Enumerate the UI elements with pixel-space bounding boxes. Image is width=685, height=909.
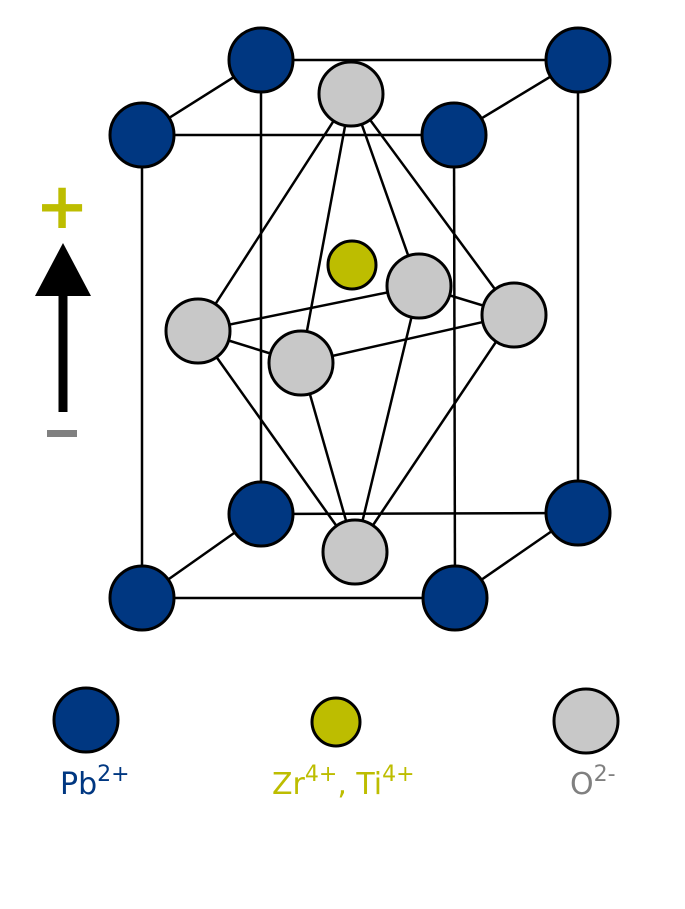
legend-o-symbol-text: O [570,767,594,802]
legend-o-symbol [552,687,620,755]
legend-symbols [52,686,620,755]
legend-o-label: O2- [570,764,616,802]
pb-atom-back-bottom-right [544,479,612,547]
o-atom-top [317,60,385,128]
legend-zrti-symbol [310,696,362,748]
legend-pb-symbol [52,686,120,754]
legend-zr-charge: 4+ [304,762,338,787]
legend-pb-label: Pb2+ [60,764,130,802]
o-atom-right [480,281,548,349]
minus-sign [47,430,77,437]
arrow-head [35,243,91,296]
pb-atom-front-top-right [420,101,488,169]
polarization-indicator: + [35,170,91,437]
atoms [108,26,612,632]
legend-ti-symbol-text: Ti [356,767,383,802]
legend-zr-symbol-text: Zr [272,767,305,802]
o-atom-back-right [385,252,453,320]
legend-zrti-label: Zr4+, Ti4+ [272,764,415,802]
pb-atom-front-top-left [108,101,176,169]
legend-pb-symbol-text: Pb [60,767,98,802]
legend-ti-charge: 4+ [382,762,415,787]
pb-atom-back-top-left [227,26,295,94]
o-atom-left [164,297,232,365]
octahedron-edges [196,93,516,553]
pb-atom-front-bottom-right [421,564,489,632]
pb-atom-front-bottom-left [108,564,176,632]
plus-sign: + [35,170,89,244]
o-atom-front [267,329,335,397]
o-atom-bottom [321,518,389,586]
legend-pb-charge: 2+ [97,762,130,787]
pb-atom-back-top-right [544,26,612,94]
legend-zrti-separator: , [337,767,357,802]
pb-atom-back-bottom-left [227,480,295,548]
legend-o-charge: 2- [593,762,616,787]
zrti-atom-center [326,239,378,291]
